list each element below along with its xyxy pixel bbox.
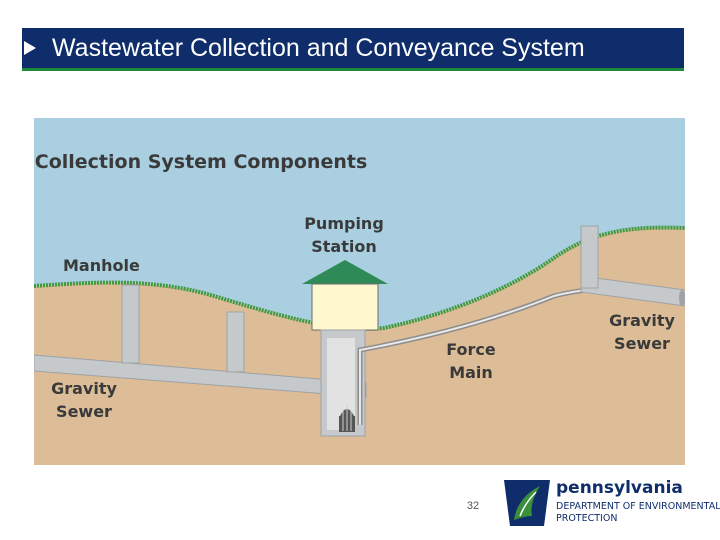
keystone-icon [504, 480, 550, 526]
gravity-sewer-left-pipe [34, 354, 367, 398]
pumping-station-roof [302, 260, 388, 284]
gravity-sewer-right-label-line2: Sewer [614, 334, 670, 353]
gravity-sewer-left-label-line2: Sewer [56, 402, 112, 421]
collection-system-diagram: Collection System Components Manhole Pum… [34, 118, 685, 465]
title-accent-line [22, 68, 684, 71]
pumping-station-label-line1: Pumping [304, 214, 384, 233]
slide-title: Wastewater Collection and Conveyance Sys… [52, 34, 585, 62]
gravity-sewer-right-label-line1: Gravity [609, 311, 675, 330]
force-main-label-line1: Force [446, 340, 496, 359]
force-main-label-line2: Main [449, 363, 493, 382]
pumping-station-house [311, 283, 379, 331]
manhole-right [226, 311, 245, 373]
title-bar [22, 28, 684, 68]
manhole-left [121, 284, 140, 364]
page-number: 32 [466, 500, 480, 512]
logo-department: DEPARTMENT OF ENVIRONMENTAL PROTECTION [556, 501, 720, 525]
gravity-sewer-left-label-line1: Gravity [51, 379, 117, 398]
logo-name: pennsylvania [556, 478, 683, 498]
pumping-station-label-line2: Station [311, 237, 376, 256]
manhole-label: Manhole [63, 256, 140, 275]
logo-dept-line1: DEPARTMENT OF ENVIRONMENTAL [556, 501, 720, 512]
pump-icon [339, 406, 355, 432]
manhole-upper-right [580, 225, 599, 289]
logo-dept-line2: PROTECTION [556, 513, 618, 524]
title-arrow-icon [24, 41, 36, 55]
pipe-end [679, 290, 685, 306]
diagram-svg: Collection System Components Manhole Pum… [34, 118, 685, 465]
diagram-heading: Collection System Components [35, 151, 368, 173]
pa-dep-logo: pennsylvania DEPARTMENT OF ENVIRONMENTAL… [502, 476, 720, 532]
